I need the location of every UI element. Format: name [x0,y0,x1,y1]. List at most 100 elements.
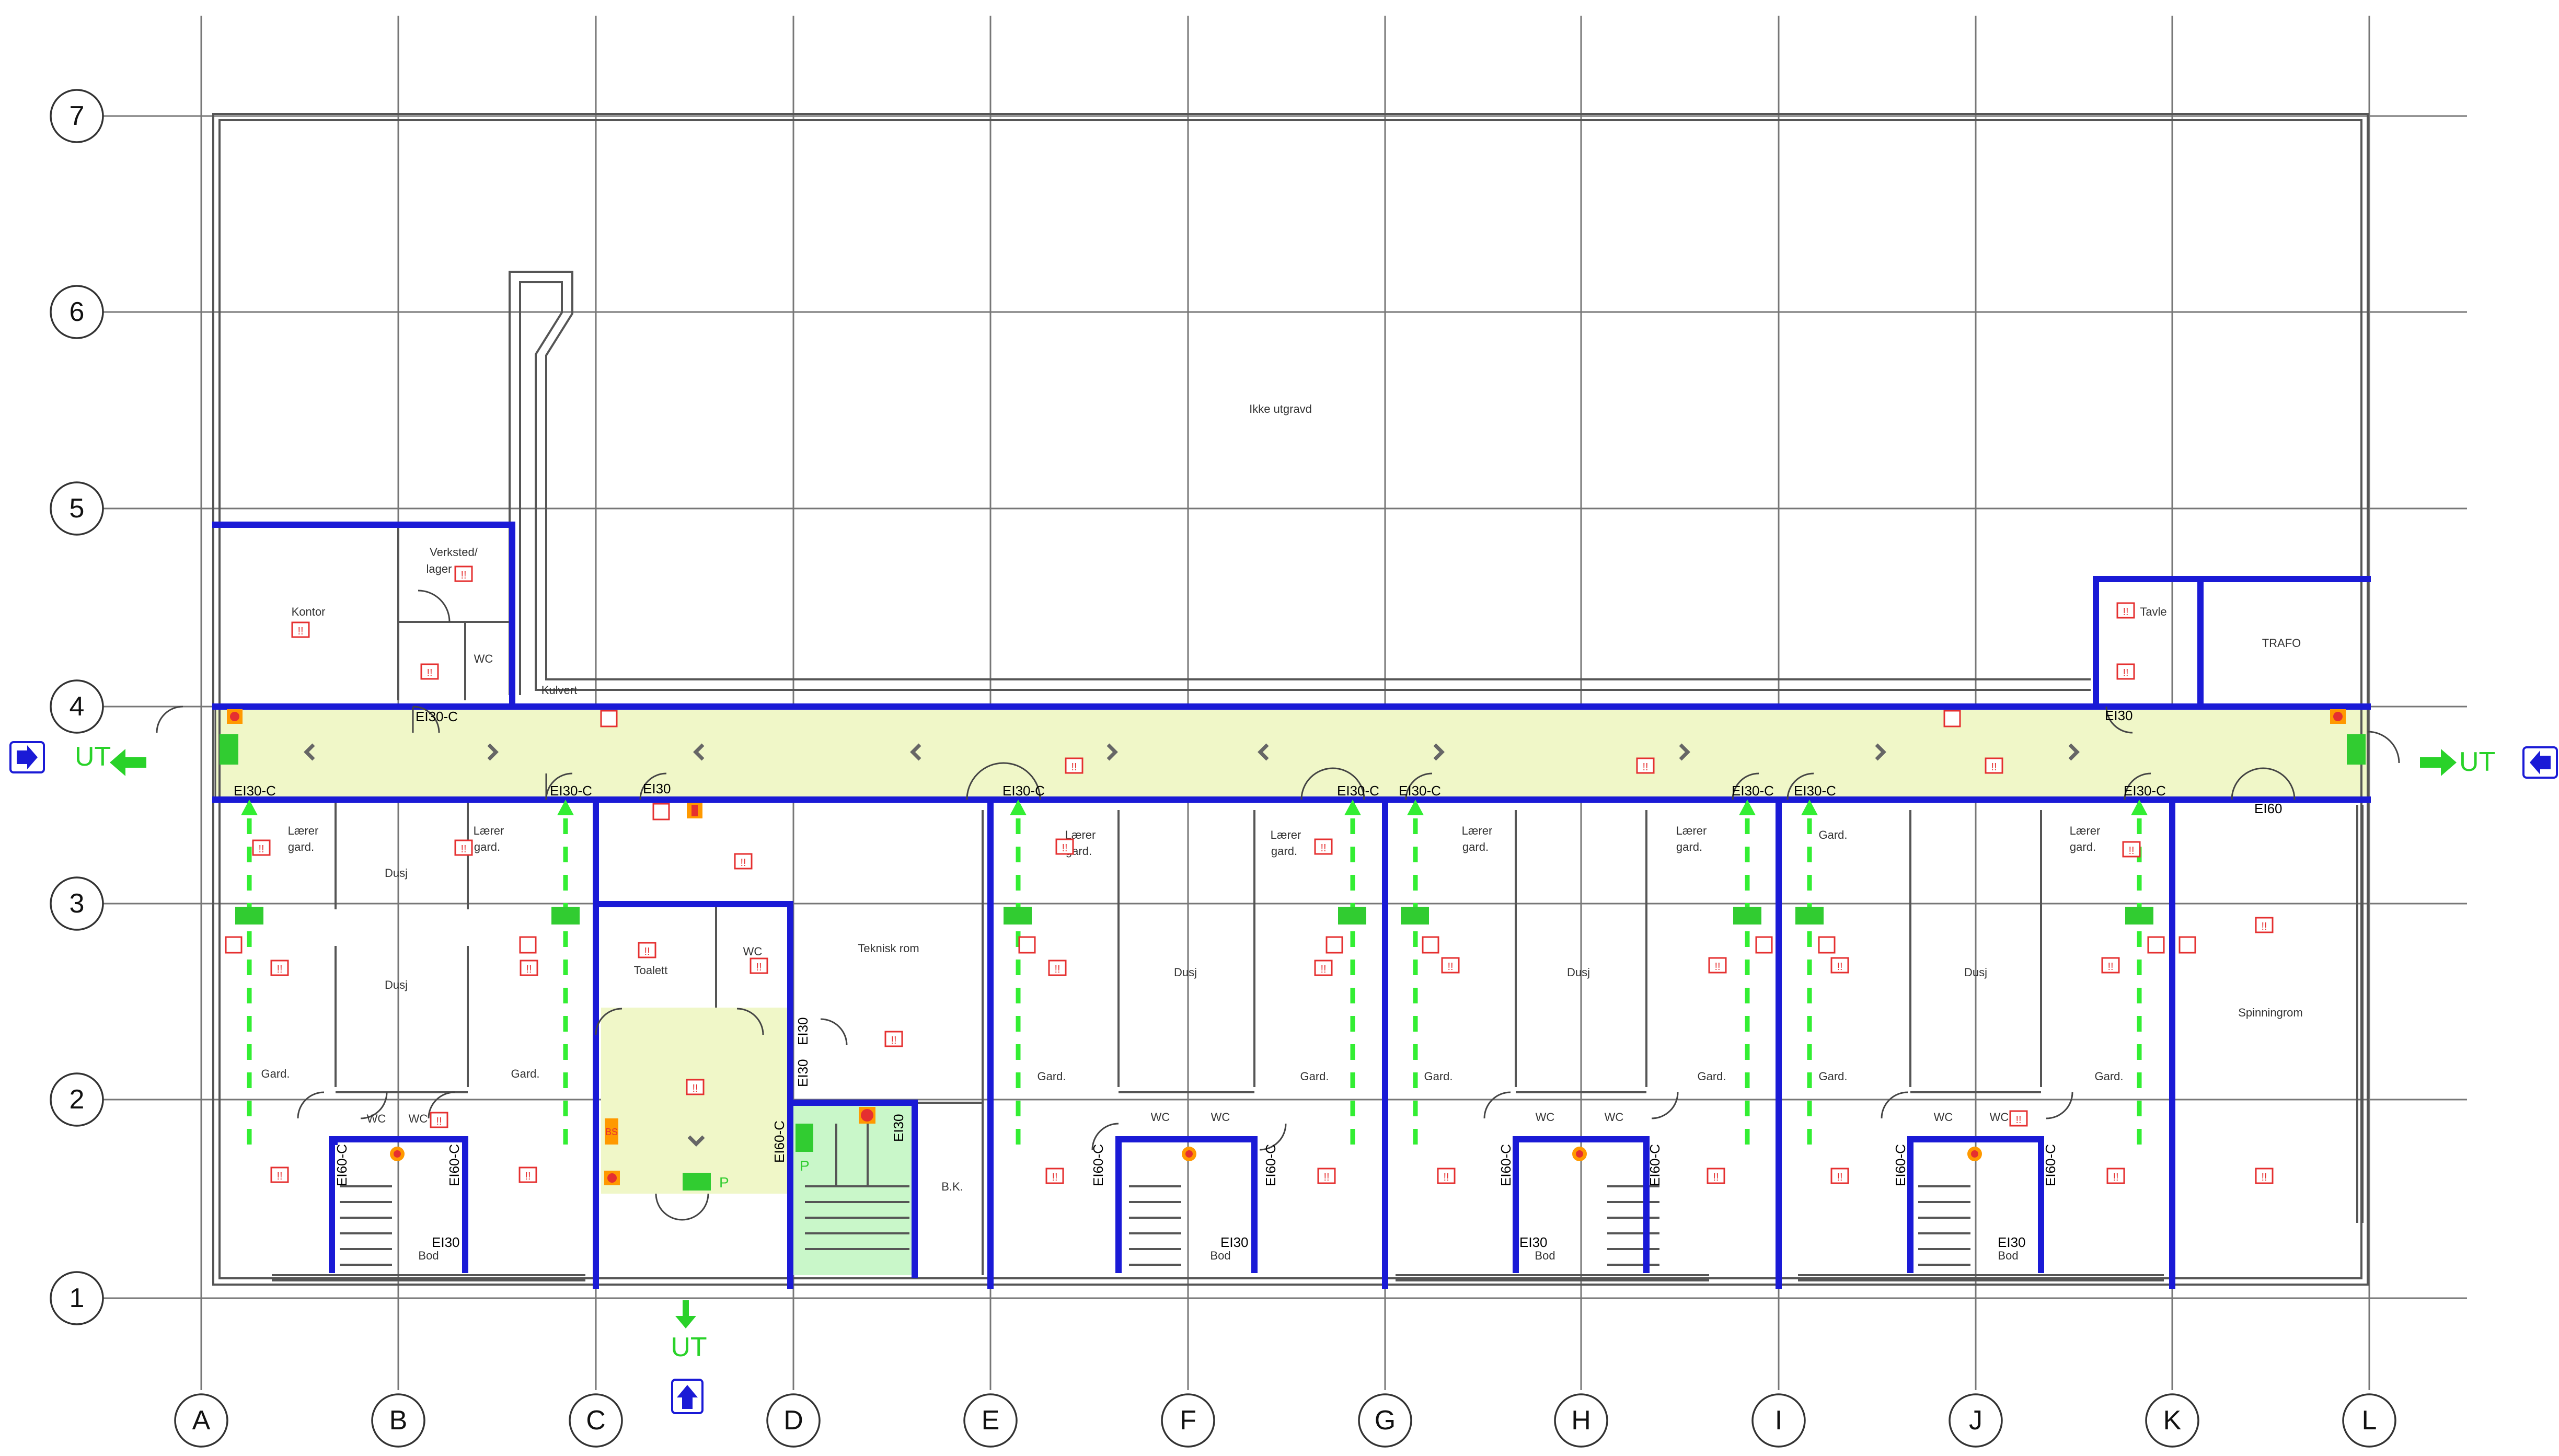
room-wc-2: WC [409,1112,428,1125]
rating-ei60c-9: EI60-C [2043,1144,2058,1186]
col-label-d: D [783,1405,803,1436]
room-teknisk: Teknisk rom [858,942,919,955]
rating-ei30-5: EI30 [1519,1234,1548,1250]
room-laerer-b-2: gard. [474,840,500,853]
room-wc-3: WC [1151,1111,1170,1124]
entrance-south: UT [671,1300,707,1414]
rating-ei30c-9: EI30-C [2124,783,2166,799]
room-laerer-a: Lærer [288,824,319,837]
room-dusj-3: Dusj [1174,966,1197,979]
svg-text:!!: !! [1323,1172,1329,1183]
col-label-k: K [2163,1405,2182,1436]
room-verksted: Verksted/ [430,546,478,559]
rating-ei30-6: EI30 [1998,1234,2026,1250]
room-laerer-f: Lærer [1271,828,1301,841]
room-gard-9: Gard. [2094,1070,2123,1083]
room-laerer-k-2: gard. [2070,840,2096,853]
room-laerer-h-2: gard. [1676,840,1702,853]
room-wc-1: WC [367,1112,386,1125]
rating-ei60c-3: EI60-C [446,1144,462,1186]
room-kontor: Kontor [292,605,326,618]
building-walls [212,113,2369,1286]
room-trafo: TRAFO [2262,637,2301,650]
grid-lines [91,16,2467,1390]
entrance-arrow-icon [2530,750,2551,775]
room-gard-8: Gard. [1818,1070,1847,1083]
svg-text:!!: !! [1062,842,1067,854]
rating-ei60c-7: EI60-C [1647,1144,1663,1186]
room-gard-6: Gard. [1697,1070,1726,1083]
svg-text:!!: !! [460,843,466,855]
svg-text:!!: !! [2015,1114,2021,1126]
svg-text:!!: !! [740,857,746,869]
row-label-1: 1 [70,1283,85,1313]
hose-reel-icon [390,1147,1982,1161]
room-wc-6: WC [1605,1111,1624,1124]
col-label-f: F [1180,1405,1196,1436]
room-bod-1: Bod [418,1249,439,1262]
col-label-g: G [1375,1405,1396,1436]
exit-arrow-east-icon [2420,749,2457,776]
svg-text:!!: !! [525,1171,531,1182]
room-wc-4: WC [1211,1111,1230,1124]
rating-ei60c-5: EI60-C [1263,1144,1278,1186]
exit-label-east: UT [2459,747,2495,777]
entrance-west: UT [9,741,146,776]
stair-lobby-zone [601,1008,789,1194]
p-label-2: P [800,1158,810,1174]
svg-text:!!: !! [526,964,532,975]
svg-text:!!: !! [276,1171,282,1182]
room-wc-d: WC [743,945,763,958]
rating-ei30c-2: EI30-C [234,783,276,799]
exit-label-west: UT [75,742,111,772]
bs-label: BS [605,1127,618,1137]
room-wc-8: WC [1990,1111,2009,1124]
room-bk: B.K. [941,1180,963,1193]
rating-ei60c-6: EI60-C [1498,1144,1514,1186]
room-dusj-4: Dusj [1567,966,1590,979]
svg-text:!!: !! [1714,961,1720,973]
room-bod-4: Bod [1998,1249,2018,1262]
rating-ei30c-1: EI30-C [416,709,458,724]
rating-ei30c-7: EI30-C [1732,783,1774,799]
entrance-arrow-icon [677,1385,698,1409]
rating-ei60-1: EI60 [2254,801,2283,816]
col-label-e: E [982,1405,1000,1436]
smoke-detector-icon [225,710,2196,954]
row-label-6: 6 [70,297,85,327]
rating-ei30-2: EI30 [2105,708,2133,723]
entrance-arrow-icon [17,745,38,769]
room-gard-1: Gard. [261,1067,290,1080]
rating-ei30-4: EI30 [1220,1234,1249,1250]
svg-text:!!: !! [436,1116,442,1127]
room-dusj-1: Dusj [385,866,408,880]
svg-text:!!: !! [1071,761,1077,773]
svg-text:!!: !! [1054,964,1060,975]
svg-text:!!: !! [2107,961,2113,973]
room-dusj-5: Dusj [1964,966,1987,979]
rating-ei30c-8: EI30-C [1794,783,1836,799]
svg-text:!!: !! [1837,1172,1842,1183]
rating-ei60c-4: EI60-C [1090,1144,1106,1186]
corridor-zone [214,706,2369,800]
rating-ei30-9: EI30 [891,1114,906,1142]
rating-ei30c-6: EI30-C [1399,783,1441,799]
stairwell-zone [793,1103,914,1275]
svg-text:!!: !! [1447,961,1453,973]
rating-ei30-1: EI30 [643,781,671,796]
rating-ei30c-3: EI30-C [550,783,592,799]
rating-ei30-8: EI30 [795,1018,811,1046]
svg-text:!!: !! [644,946,650,957]
room-wc-top: WC [474,652,493,665]
svg-text:!!: !! [2261,921,2267,932]
svg-text:!!: !! [2113,1172,2118,1183]
rating-ei30-3: EI30 [432,1234,460,1250]
room-ikke-utgravd: Ikke utgravd [1249,402,1312,415]
col-label-h: H [1571,1405,1591,1436]
svg-text:!!: !! [1837,961,1842,973]
row-label-4: 4 [70,691,85,722]
exit-label-south: UT [671,1332,707,1362]
exit-sign-icon: P P [220,734,2366,1191]
room-tavle: Tavle [2140,605,2166,618]
room-gard-4: Gard. [1300,1070,1329,1083]
